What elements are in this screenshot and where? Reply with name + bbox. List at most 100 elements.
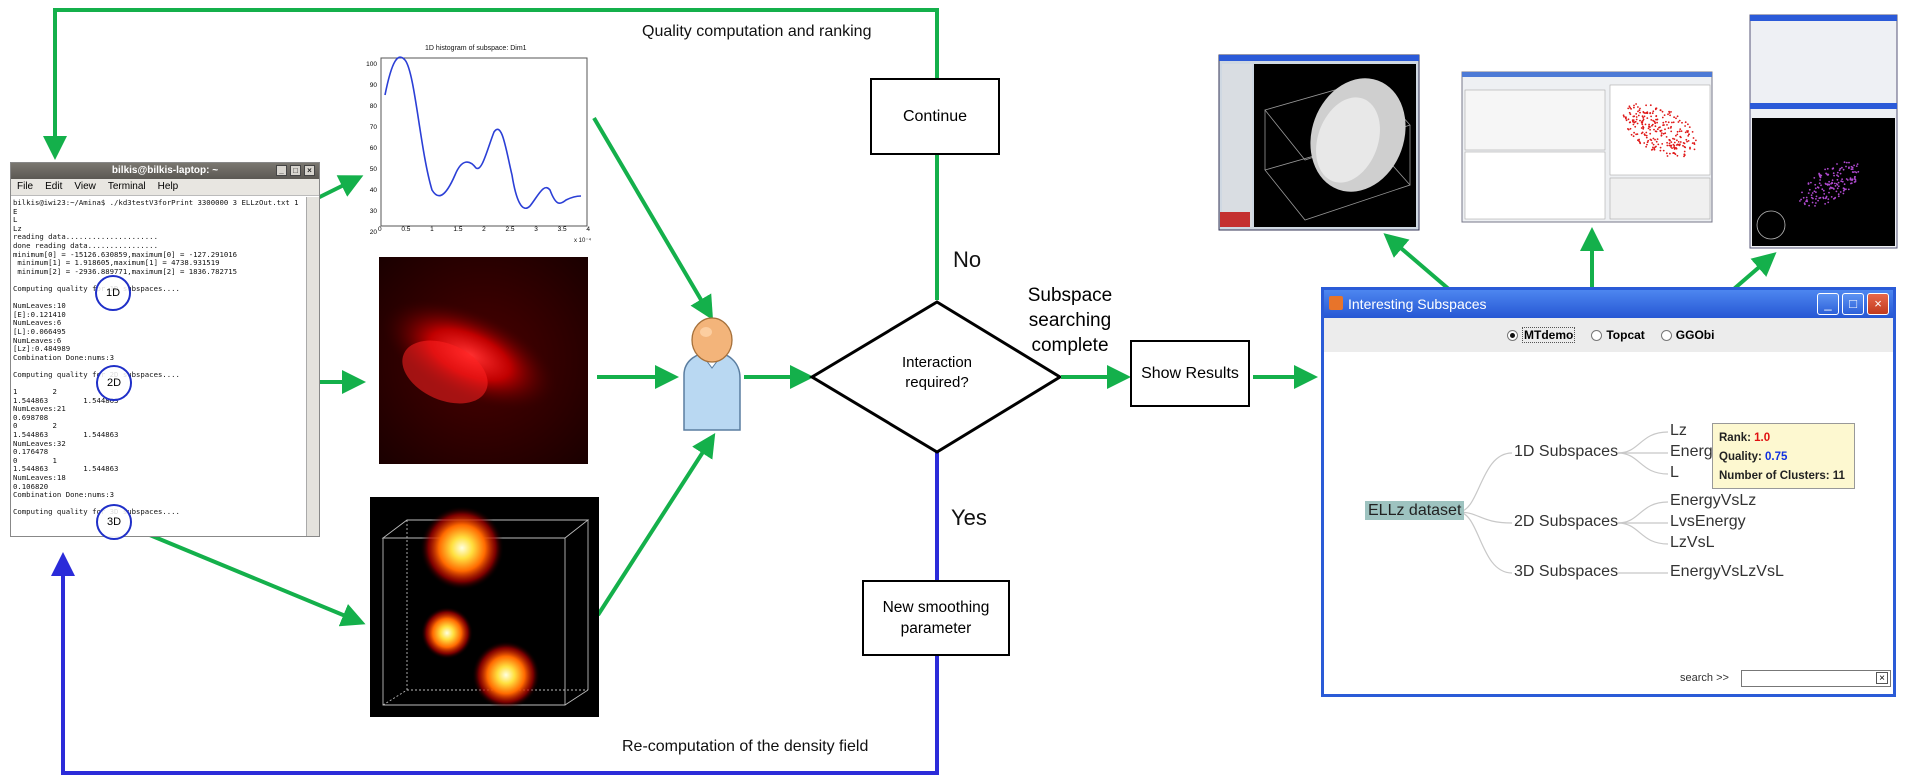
scatter-point [1824, 168, 1826, 171]
scatter-point [1654, 138, 1656, 141]
terminal-line: 1.544863 1.544863 [13, 430, 119, 440]
scatter-point [1832, 172, 1835, 175]
scatter-point [1629, 127, 1632, 130]
maximize-icon[interactable]: □ [1842, 293, 1864, 315]
scatter-point [1827, 174, 1829, 176]
scatter-point [1683, 153, 1686, 156]
minimize-icon[interactable]: _ [276, 165, 287, 176]
scatter-point [1807, 183, 1810, 185]
tree-branch-1d[interactable]: 1D Subspaces [1514, 443, 1619, 460]
radio-ggobi-label: GGObi [1675, 328, 1715, 342]
close-icon[interactable]: × [304, 165, 315, 176]
scatter-point [1639, 111, 1641, 114]
scatter-point [1829, 186, 1832, 189]
x-tick-label: 1.5 [453, 226, 463, 233]
maximize-icon[interactable]: □ [290, 165, 301, 176]
scatter-point [1810, 196, 1813, 199]
scatter-point [1853, 164, 1855, 167]
scatter-point [1693, 143, 1696, 146]
scatter-point [1818, 172, 1820, 175]
scatter-point [1635, 113, 1638, 115]
scatter-point [1646, 117, 1649, 119]
scatter-point [1646, 111, 1649, 114]
scatter-point [1825, 196, 1828, 199]
scatter-point [1663, 114, 1666, 116]
tree-branch-3d[interactable]: 3D Subspaces [1514, 563, 1619, 580]
scatter-point [1817, 199, 1819, 202]
scatter-point [1814, 187, 1817, 190]
scatter-point [1845, 165, 1847, 168]
scatter-point [1657, 143, 1660, 146]
tree-leaf-energyvslzvsl[interactable]: EnergyVsLzVsL [1670, 563, 1784, 580]
scatter-point [1830, 182, 1832, 185]
scatter-point [1653, 147, 1656, 150]
subspace-complete-line-3: complete [1031, 335, 1109, 356]
scatter-point [1831, 179, 1834, 182]
scatter-point [1625, 117, 1627, 120]
scatter-point [1677, 121, 1680, 123]
terminal-scrollbar[interactable] [306, 197, 319, 536]
close-icon[interactable]: × [1867, 293, 1889, 315]
scatter-point [1814, 205, 1816, 207]
menu-view[interactable]: View [74, 181, 96, 192]
tree-leaf-lvsenergy[interactable]: LvsEnergy [1670, 513, 1746, 530]
scatter-point [1834, 185, 1837, 187]
scatter-point [1635, 116, 1638, 118]
scatter-point [1808, 188, 1811, 191]
scatter-point [1832, 167, 1834, 170]
radio-ggobi[interactable]: GGObi [1660, 328, 1715, 342]
scatter-point [1851, 171, 1854, 173]
tree-root[interactable]: ELLz dataset [1365, 501, 1465, 520]
arrow-density3d-to-user [596, 432, 716, 617]
scatter-point [1668, 144, 1671, 147]
terminal-line: NumLeaves:32 [13, 438, 66, 448]
terminal-line: 0 1 [13, 455, 57, 465]
decision-diamond [809, 300, 1063, 454]
scatter-point [1642, 116, 1645, 119]
menu-help[interactable]: Help [157, 181, 179, 192]
scatter-point [1622, 114, 1625, 117]
scatter-point [1656, 118, 1659, 121]
menu-terminal[interactable]: Terminal [107, 181, 146, 192]
scatter-point [1667, 113, 1669, 116]
tooltip-clusters-value: 11 [1832, 470, 1845, 482]
scatter-point [1633, 115, 1636, 118]
scatter-point [1641, 115, 1644, 118]
scatter-point [1643, 142, 1646, 144]
search-input[interactable]: × [1741, 670, 1891, 687]
scatter-point [1656, 128, 1659, 131]
terminal-line: [Lz]:0.484989 [13, 344, 71, 354]
scatter-point [1843, 183, 1846, 186]
radio-mtdemo[interactable]: MTdemo [1507, 327, 1576, 343]
scatter-point [1659, 109, 1662, 112]
terminal-title: bilkis@bilkis-laptop: ~ [111, 165, 219, 176]
minimize-icon[interactable]: _ [1817, 293, 1839, 315]
clear-search-icon[interactable]: × [1876, 672, 1888, 684]
tree-leaf-lzvsl[interactable]: LzVsL [1670, 534, 1715, 551]
scatter-point [1828, 183, 1831, 186]
scatter-point [1635, 118, 1638, 121]
tree-branch-2d[interactable]: 2D Subspaces [1514, 513, 1619, 530]
terminal-line: minimum[1] = 1.918605,maximum[1] = 4738.… [13, 258, 220, 268]
top-loop-arrow [43, 8, 939, 300]
scatter-point [1645, 134, 1648, 137]
radio-topcat[interactable]: Topcat [1591, 328, 1645, 342]
x-tick-label: 0.5 [401, 226, 411, 233]
tree-leaf-l[interactable]: L [1670, 464, 1679, 481]
scatter-point [1645, 136, 1648, 139]
x-tick-label: 0 [378, 226, 382, 233]
scatter-point [1648, 125, 1651, 128]
scatter-point [1637, 139, 1639, 142]
menu-edit[interactable]: Edit [45, 181, 63, 192]
scatter-point [1627, 118, 1630, 121]
scatter-point [1645, 104, 1647, 107]
scatter-point [1655, 140, 1658, 143]
tree-leaf-energy[interactable]: Energy [1670, 443, 1721, 460]
menu-file[interactable]: File [17, 181, 34, 192]
show-results-label: Show Results [1141, 365, 1239, 382]
tree-leaf-lz[interactable]: Lz [1670, 422, 1687, 439]
scatter-point [1664, 128, 1666, 131]
scatter-point [1665, 120, 1667, 123]
scatter-point [1833, 174, 1835, 177]
tree-leaf-energyvslz[interactable]: EnergyVsLz [1670, 492, 1757, 509]
